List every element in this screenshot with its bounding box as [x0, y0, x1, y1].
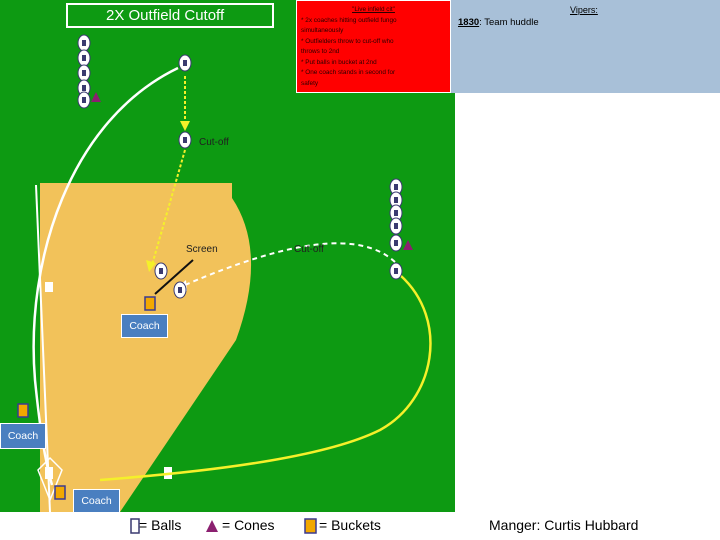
white-dashed-throw: [184, 242, 396, 286]
legend-cones: = Cones: [222, 517, 275, 533]
coach-box: Coach: [121, 314, 168, 338]
coach-box: Coach: [73, 489, 120, 513]
screen: [154, 259, 194, 295]
cone-legend-icon: [206, 520, 218, 532]
infield-dirt: [40, 183, 252, 512]
notes-heading: "Live infield cit": [352, 6, 395, 13]
yellow-arrowhead: [180, 121, 190, 131]
note-line: * Put balls in bucket at 2nd: [301, 58, 377, 66]
yellow-arrowhead: [146, 260, 156, 272]
yellow-throw-curve: [99, 274, 432, 482]
note-line: * One coach stands in second for: [301, 69, 396, 76]
ball-icon: [130, 518, 140, 534]
schedule-time: 1830: [458, 17, 480, 28]
base: [45, 282, 53, 292]
cone-icon: [403, 240, 413, 250]
screen-label: Screen: [186, 244, 218, 255]
note-line: * 2x coaches hitting outfield fungo: [301, 16, 397, 24]
cutoff-label: Cut-off: [294, 244, 324, 255]
note-line: simultaneously: [301, 27, 344, 34]
legend-buckets: = Buckets: [319, 517, 381, 533]
cone-icon: [91, 92, 101, 102]
schedule-item: 1830: Team huddle: [458, 17, 539, 28]
note-line: throws to 2nd: [301, 48, 340, 55]
schedule-activity: : Team huddle: [479, 17, 539, 28]
manager-name: Manger: Curtis Hubbard: [489, 517, 639, 533]
team-name: Vipers:: [570, 5, 598, 15]
legend-balls: = Balls: [139, 517, 182, 533]
field-drawing: [17, 34, 432, 512]
bucket-legend-icon: [304, 518, 317, 534]
note-line: * Outfielders throw to cut-off who: [301, 37, 394, 45]
coach-box: Coach: [0, 423, 46, 449]
schedule-panel: [451, 0, 720, 93]
player-icon-marks: [82, 40, 398, 293]
cutoff-label: Cut-off: [199, 137, 229, 148]
bucket-icon: [144, 296, 156, 311]
bucket-icon: [54, 485, 66, 500]
foul-line: [35, 184, 51, 512]
bucket-icon: [17, 403, 29, 418]
drill-notes: "Live infield cit" * 2x coaches hitting …: [296, 0, 451, 93]
drill-title: 2X Outfield Cutoff: [66, 3, 274, 28]
note-line: safety: [301, 79, 319, 87]
